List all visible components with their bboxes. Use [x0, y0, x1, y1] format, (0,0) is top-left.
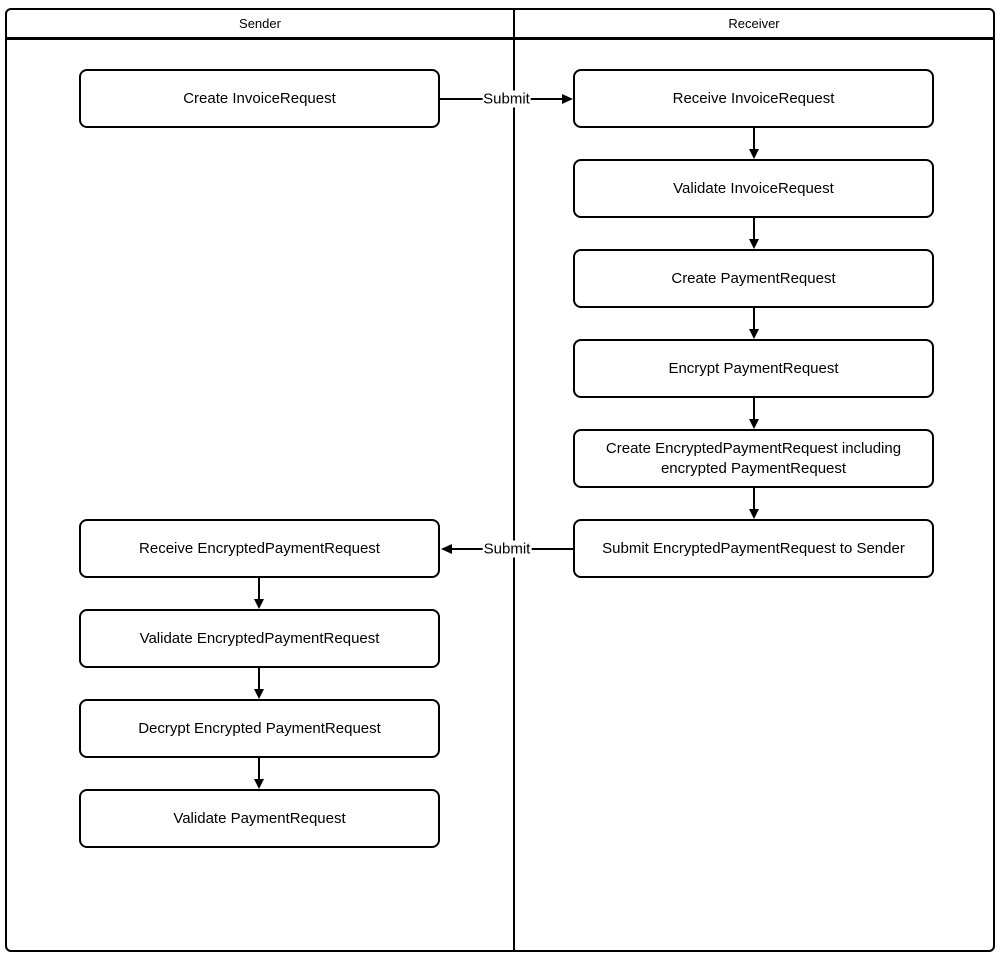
node-decrypt-encrypted-paymentrequest: Decrypt Encrypted PaymentRequest — [79, 699, 440, 758]
node-create-encryptedpaymentrequest-including: Create EncryptedPaymentRequest including… — [573, 429, 934, 488]
node-label: Encrypt PaymentRequest — [668, 359, 839, 377]
node-validate-encryptedpaymentrequest: Validate EncryptedPaymentRequest — [79, 609, 440, 668]
node-label: Submit EncryptedPaymentRequest to Sender — [602, 539, 905, 557]
arrow-down-r3-r4 — [748, 308, 760, 339]
arrow-down-s4-s5 — [253, 758, 265, 789]
arrow-down-s3-s4 — [253, 668, 265, 699]
node-label: Create PaymentRequest — [671, 269, 836, 287]
arrow-down-r5-r6 — [748, 488, 760, 519]
lane-title-receiver-label: Receiver — [728, 15, 780, 31]
node-label: Validate PaymentRequest — [173, 809, 346, 827]
arrow-submit-invoicerequest: Submit — [440, 90, 573, 108]
node-label: Receive EncryptedPaymentRequest — [139, 539, 380, 557]
arrowhead-right-icon — [562, 94, 573, 104]
lane-title-sender: Sender — [7, 9, 513, 37]
arrow-down-s2-s3 — [253, 578, 265, 609]
node-validate-paymentrequest: Validate PaymentRequest — [79, 789, 440, 848]
edge-label-submit: Submit — [482, 90, 531, 108]
lane-title-sender-label: Sender — [239, 15, 281, 31]
arrow-submit-encryptedpaymentrequest: Submit — [441, 540, 573, 558]
node-encrypt-paymentrequest: Encrypt PaymentRequest — [573, 339, 934, 398]
arrow-down-r4-r5 — [748, 398, 760, 429]
node-label: Validate InvoiceRequest — [673, 179, 834, 197]
node-label: Create EncryptedPaymentRequest including… — [605, 439, 902, 477]
node-label: Decrypt Encrypted PaymentRequest — [138, 719, 381, 737]
node-label: Receive InvoiceRequest — [672, 89, 835, 107]
node-create-invoicerequest: Create InvoiceRequest — [79, 69, 440, 128]
node-receive-encryptedpaymentrequest: Receive EncryptedPaymentRequest — [79, 519, 440, 578]
node-receive-invoicerequest: Receive InvoiceRequest — [573, 69, 934, 128]
arrow-down-r2-r3 — [748, 218, 760, 249]
lane-divider — [513, 8, 515, 952]
edge-label-submit: Submit — [482, 540, 532, 558]
arrow-down-r1-r2 — [748, 128, 760, 159]
node-label: Create InvoiceRequest — [183, 89, 336, 107]
node-create-paymentrequest: Create PaymentRequest — [573, 249, 934, 308]
swimlane-header-separator — [5, 37, 995, 40]
lane-title-receiver: Receiver — [515, 9, 993, 37]
swimlane-pool-frame — [5, 8, 995, 952]
node-submit-encryptedpaymentrequest-to-sender: Submit EncryptedPaymentRequest to Sender — [573, 519, 934, 578]
node-label: Validate EncryptedPaymentRequest — [139, 629, 380, 647]
node-validate-invoicerequest: Validate InvoiceRequest — [573, 159, 934, 218]
arrowhead-left-icon — [441, 544, 452, 554]
